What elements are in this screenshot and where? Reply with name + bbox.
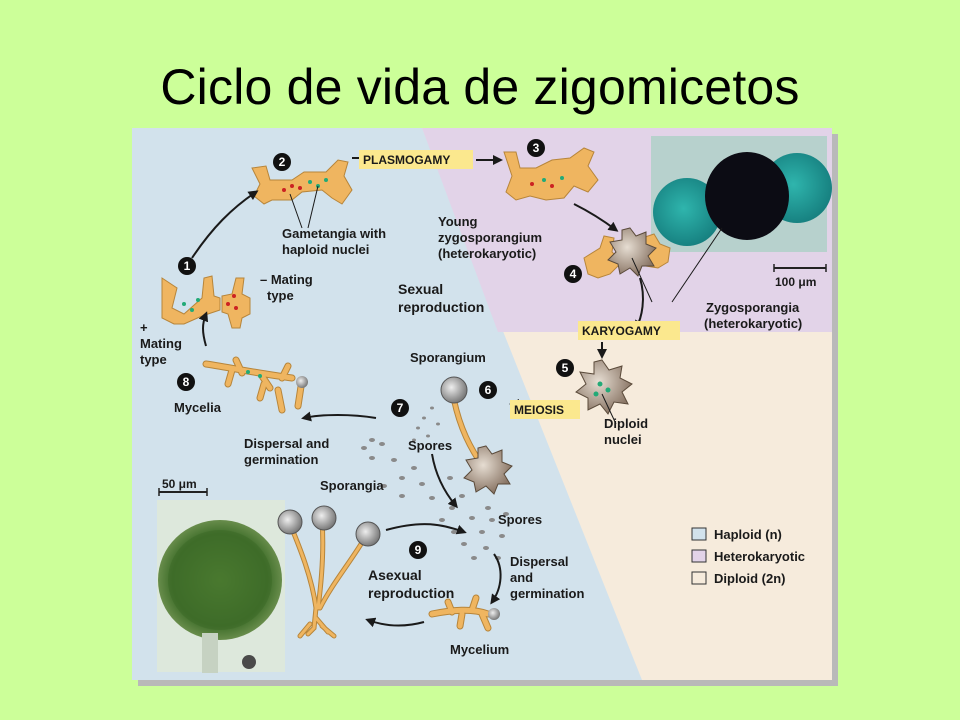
step-number-9: 9 — [415, 543, 422, 557]
young-zygo-label-1: Young — [438, 214, 478, 229]
karyogamy-label: KARYOGAMY — [582, 324, 661, 338]
minus-mating-label-2: type — [267, 288, 294, 303]
phase-boxes — [359, 150, 680, 419]
young-zygosporangium-nuclei — [530, 176, 564, 188]
dispersal-right-label-3: germination — [510, 586, 584, 601]
life-cycle-figure: 100 μm 50 μm — [132, 128, 832, 680]
gametangia-label-1: Gametangia with — [282, 226, 386, 241]
step-number-8: 8 — [183, 375, 190, 389]
gametangia-nuclei — [282, 178, 328, 192]
meiosis-box — [510, 400, 580, 419]
dispersal-right-label-2: and — [510, 570, 533, 585]
step-badge-2 — [273, 153, 291, 171]
zygosporangia-micrograph — [651, 136, 832, 272]
diploid-zygosporangium — [575, 359, 633, 415]
step-badge-8 — [177, 373, 195, 391]
plus-mating-label-2: Mating — [140, 336, 182, 351]
step-number-7: 7 — [397, 401, 404, 415]
step-badge-1 — [178, 257, 196, 275]
diploid-label-2: nuclei — [604, 432, 642, 447]
asexual-label-2: reproduction — [368, 585, 454, 601]
diploid-label-1: Diploid — [604, 416, 648, 431]
sporangium-micrograph — [157, 488, 285, 673]
mycelia-hyphae — [202, 356, 308, 414]
step-badges — [177, 139, 582, 559]
spores-low-label: Spores — [498, 512, 542, 527]
asexual-label-1: Asexual — [368, 567, 422, 583]
sexual-label-1: Sexual — [398, 281, 443, 297]
dispersal-left-label-1: Dispersal and — [244, 436, 329, 451]
legend-diploid-label: Diploid (2n) — [714, 571, 786, 586]
mycelia-label: Mycelia — [174, 400, 222, 415]
step-number-4: 4 — [570, 267, 577, 281]
zygosporangia-label-1: Zygosporangia — [706, 300, 800, 315]
legend-heterokaryotic-label: Heterokaryotic — [714, 549, 805, 564]
germinating-zygospore — [440, 376, 513, 495]
step-badge-9 — [409, 541, 427, 559]
zygosporangium-4 — [607, 227, 657, 277]
sporangia-label: Sporangia — [320, 478, 384, 493]
plasmogamy-label: PLASMOGAMY — [363, 153, 450, 167]
plus-mating-label-3: type — [140, 352, 167, 367]
step-badge-7 — [391, 399, 409, 417]
karyogamy-box — [578, 321, 680, 340]
sporangia-cluster — [277, 505, 381, 639]
step-badge-6 — [479, 381, 497, 399]
step-number-2: 2 — [279, 155, 286, 169]
legend-swatch-heterokaryotic — [691, 549, 707, 563]
young-zygo-label-2: zygosporangium — [438, 230, 542, 245]
gametangia-label-2: haploid nuclei — [282, 242, 369, 257]
plasmogamy-box — [359, 150, 473, 169]
young-zygo-label-3: (heterokaryotic) — [438, 246, 536, 261]
slide-title: Ciclo de vida de zigomicetos — [160, 59, 800, 115]
dispersal-left-label-2: germination — [244, 452, 318, 467]
mycelium-label: Mycelium — [450, 642, 509, 657]
mating-nuclei — [182, 294, 238, 312]
zygosporangia-label-2: (heterokaryotic) — [704, 316, 802, 331]
step-badge-3 — [527, 139, 545, 157]
life-cycle-diagram: 100 μm 50 μm — [132, 128, 832, 680]
spores-mid-label: Spores — [408, 438, 452, 453]
young-zygosporangium-hyphae — [503, 147, 599, 201]
plus-mating-label-1: + — [140, 320, 148, 335]
minus-mating-label-1: – Mating — [260, 272, 313, 287]
meiosis-label: MEIOSIS — [514, 403, 564, 417]
step-number-3: 3 — [533, 141, 540, 155]
mycelium-hyphae — [428, 594, 500, 632]
step-badge-5 — [556, 359, 574, 377]
legend — [691, 527, 707, 585]
diagram-labels: Gametangia with haploid nuclei – Mating … — [140, 214, 802, 657]
step-badge-4 — [564, 265, 582, 283]
legend-swatch-haploid — [691, 527, 707, 541]
pointer-lines — [289, 185, 723, 425]
scale-bar-100-label: 100 μm — [775, 275, 816, 289]
gametangia-hyphae — [251, 159, 353, 205]
step-number-1: 1 — [184, 259, 191, 273]
step-number-5: 5 — [562, 361, 569, 375]
legend-haploid-label: Haploid (n) — [714, 527, 782, 542]
dispersal-right-label-1: Dispersal — [510, 554, 569, 569]
scale-bar-50-label: 50 μm — [162, 477, 197, 491]
legend-swatch-diploid — [691, 571, 707, 585]
sporangium-label: Sporangium — [410, 350, 486, 365]
sexual-label-2: reproduction — [398, 299, 484, 315]
step-number-6: 6 — [485, 383, 492, 397]
